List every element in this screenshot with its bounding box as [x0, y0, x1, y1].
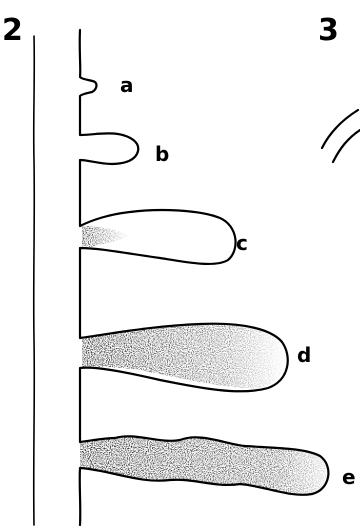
label-c: c [236, 231, 248, 255]
shading-group [80, 226, 327, 495]
panel-number-left: 2 [2, 13, 23, 48]
label-d: d [297, 343, 311, 367]
left-boundary-line [34, 36, 35, 525]
label-e: e [342, 465, 356, 489]
shading-e [80, 436, 327, 495]
shading-c [82, 226, 130, 248]
panel-3-curve-inner [333, 130, 360, 162]
panel-3-curve-outer [322, 110, 358, 148]
label-b: b [155, 142, 169, 166]
panel-number-right: 3 [318, 13, 339, 48]
label-a: a [120, 73, 134, 97]
